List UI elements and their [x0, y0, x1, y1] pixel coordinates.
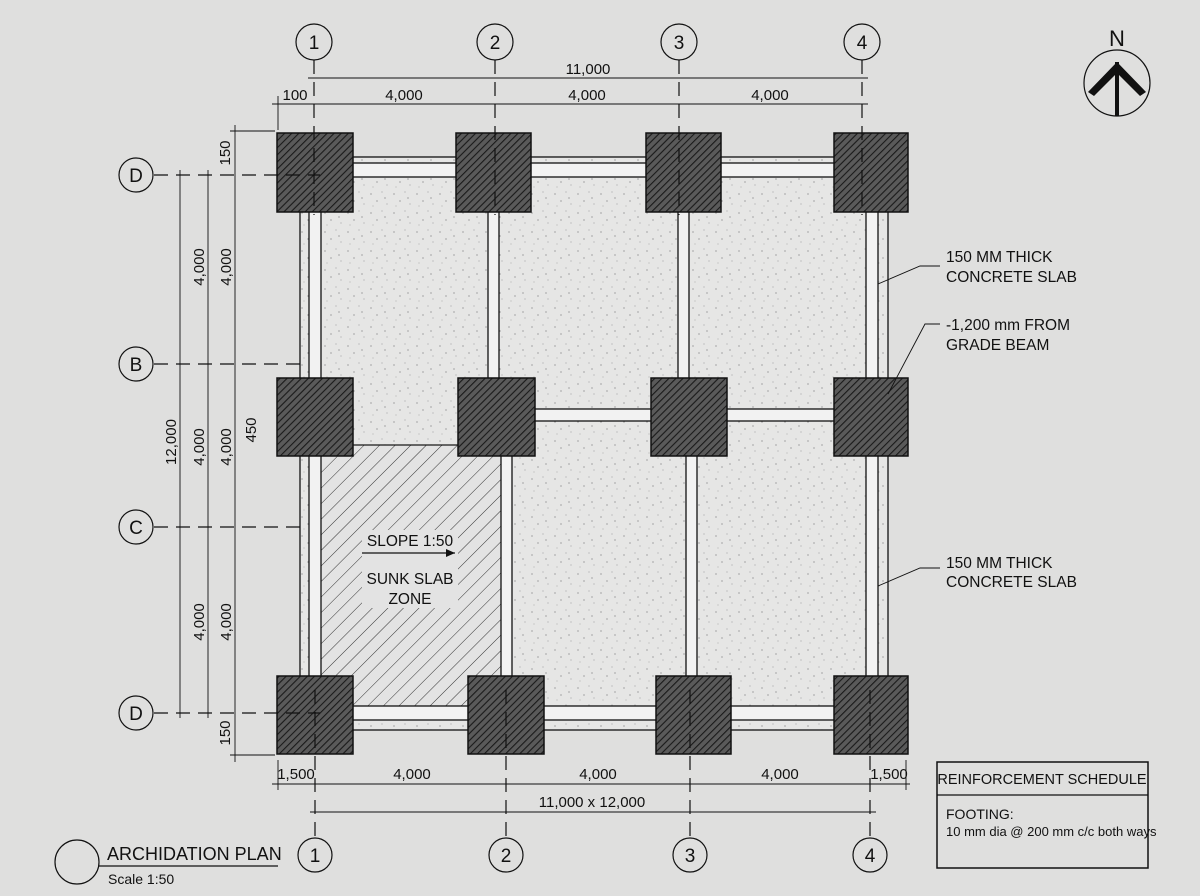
svg-text:D: D	[129, 166, 143, 187]
drawing-title: ARCHIDATION PLAN Scale 1:50	[54, 839, 282, 887]
svg-text:4: 4	[865, 846, 876, 867]
svg-text:4,000: 4,000	[191, 248, 208, 286]
svg-text:2: 2	[490, 33, 501, 54]
svg-text:3: 3	[674, 33, 685, 54]
top-dimensions: 11,000 100 4,000 4,000 4,000	[272, 61, 868, 130]
note-grade-beam: -1,200 mm FROM GRADE BEAM	[887, 317, 1070, 395]
svg-text:FOOTING:: FOOTING:	[946, 806, 1014, 822]
svg-text:4,000: 4,000	[761, 766, 799, 783]
grid-bubble-top-2: 2	[476, 23, 514, 61]
footings	[276, 132, 909, 755]
svg-text:C: C	[129, 518, 143, 539]
grid-bubble-bottom-2: 2	[488, 837, 524, 873]
svg-text:150 MM THICK: 150 MM THICK	[946, 249, 1053, 266]
svg-text:4: 4	[857, 33, 868, 54]
svg-text:1,500: 1,500	[277, 766, 315, 783]
svg-text:1: 1	[309, 33, 320, 54]
grid-bubble-bottom-4: 4	[852, 837, 888, 873]
svg-text:10 mm dia @ 200 mm c/c both wa: 10 mm dia @ 200 mm c/c both ways	[946, 824, 1157, 839]
svg-text:CONCRETE SLAB: CONCRETE SLAB	[946, 269, 1077, 286]
svg-text:100: 100	[282, 87, 307, 104]
grid-bubble-bottom-1: 1	[297, 837, 333, 873]
grid-bubble-top-3: 3	[660, 23, 698, 61]
svg-text:4,000: 4,000	[218, 248, 235, 286]
svg-text:1: 1	[310, 846, 321, 867]
svg-text:ZONE: ZONE	[388, 591, 431, 608]
svg-text:ARCHIDATION PLAN: ARCHIDATION PLAN	[107, 844, 282, 864]
grid-bubble-left-d-top: D	[118, 157, 154, 193]
svg-text:4,000: 4,000	[393, 766, 431, 783]
svg-text:11,000 x 12,000: 11,000 x 12,000	[539, 794, 645, 811]
svg-text:D: D	[129, 704, 143, 725]
svg-text:GRADE BEAM: GRADE BEAM	[946, 337, 1049, 354]
svg-text:4,000: 4,000	[579, 766, 617, 783]
svg-text:Scale 1:50: Scale 1:50	[108, 871, 174, 887]
svg-text:B: B	[130, 355, 143, 376]
north-arrow-icon: N	[1083, 26, 1151, 117]
svg-text:4,000: 4,000	[218, 428, 235, 466]
grid-bubble-top-1: 1	[295, 23, 333, 61]
svg-text:150: 150	[217, 720, 234, 745]
svg-text:11,000: 11,000	[566, 61, 611, 78]
grid-bubble-left-b: B	[118, 346, 154, 382]
grid-bubble-left-d-bottom: D	[118, 695, 154, 731]
grid-bubble-left-c: C	[118, 509, 154, 545]
svg-text:450: 450	[243, 417, 260, 442]
svg-text:N: N	[1109, 26, 1125, 51]
svg-text:CONCRETE SLAB: CONCRETE SLAB	[946, 574, 1077, 591]
grid-bubble-bottom-3: 3	[672, 837, 708, 873]
svg-text:1,500: 1,500	[870, 766, 908, 783]
svg-text:REINFORCEMENT SCHEDULE: REINFORCEMENT SCHEDULE	[937, 772, 1147, 788]
grid-lines	[154, 60, 871, 837]
grid-bubble-top-4: 4	[843, 23, 881, 61]
bottom-dimensions: 1,500 4,000 4,000 4,000 1,500 11,000 x 1…	[272, 760, 910, 813]
svg-text:4,000: 4,000	[191, 603, 208, 641]
left-dimensions: 150 150 12,000 450 4,000 4,000 4,000 4,0…	[163, 125, 275, 762]
note-slab-top: 150 MM THICK CONCRETE SLAB	[877, 249, 1077, 286]
svg-text:3: 3	[685, 846, 696, 867]
svg-text:4,000: 4,000	[385, 87, 423, 104]
svg-text:150 MM THICK: 150 MM THICK	[946, 555, 1053, 572]
svg-text:4,000: 4,000	[568, 87, 606, 104]
svg-text:12,000: 12,000	[163, 419, 180, 465]
svg-text:4,000: 4,000	[218, 603, 235, 641]
sunk-slab-label: SLOPE 1:50 SUNK SLAB ZONE	[362, 530, 458, 608]
svg-text:150: 150	[217, 140, 234, 165]
svg-text:2: 2	[501, 846, 512, 867]
svg-text:SUNK SLAB: SUNK SLAB	[366, 571, 453, 588]
svg-text:4,000: 4,000	[191, 428, 208, 466]
svg-text:SLOPE 1:50: SLOPE 1:50	[367, 533, 454, 550]
svg-text:-1,200 mm FROM: -1,200 mm FROM	[946, 317, 1070, 334]
note-slab-bottom: 150 MM THICK CONCRETE SLAB	[877, 555, 1077, 591]
svg-text:4,000: 4,000	[751, 87, 789, 104]
reinforcement-schedule: REINFORCEMENT SCHEDULE FOOTING: 10 mm di…	[936, 761, 1157, 869]
